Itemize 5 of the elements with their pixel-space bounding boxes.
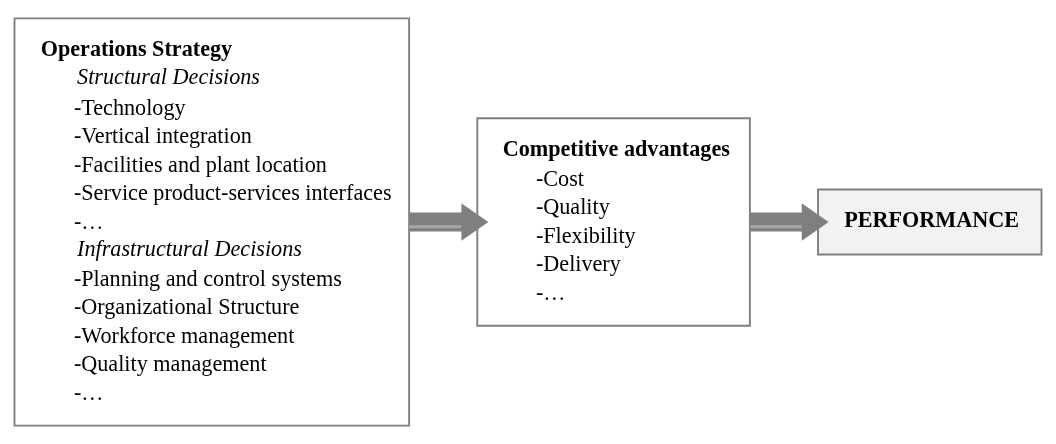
node-box: Competitive advantages -Cost -Quality -Flexibility -Delivery -… [476, 117, 751, 327]
node-box: PERFORMANCE [817, 188, 1043, 256]
node-box: Operations Strategy Structural Decisions -Technology -Vertical integration -Facilities and plant location -Service product-services interfaces -… Infrastructural Decisions -Planning and control systems -Organizational Structure -Workforce management -Quality management -… [13, 17, 411, 427]
arrow [750, 203, 829, 241]
arrow [409, 203, 489, 241]
